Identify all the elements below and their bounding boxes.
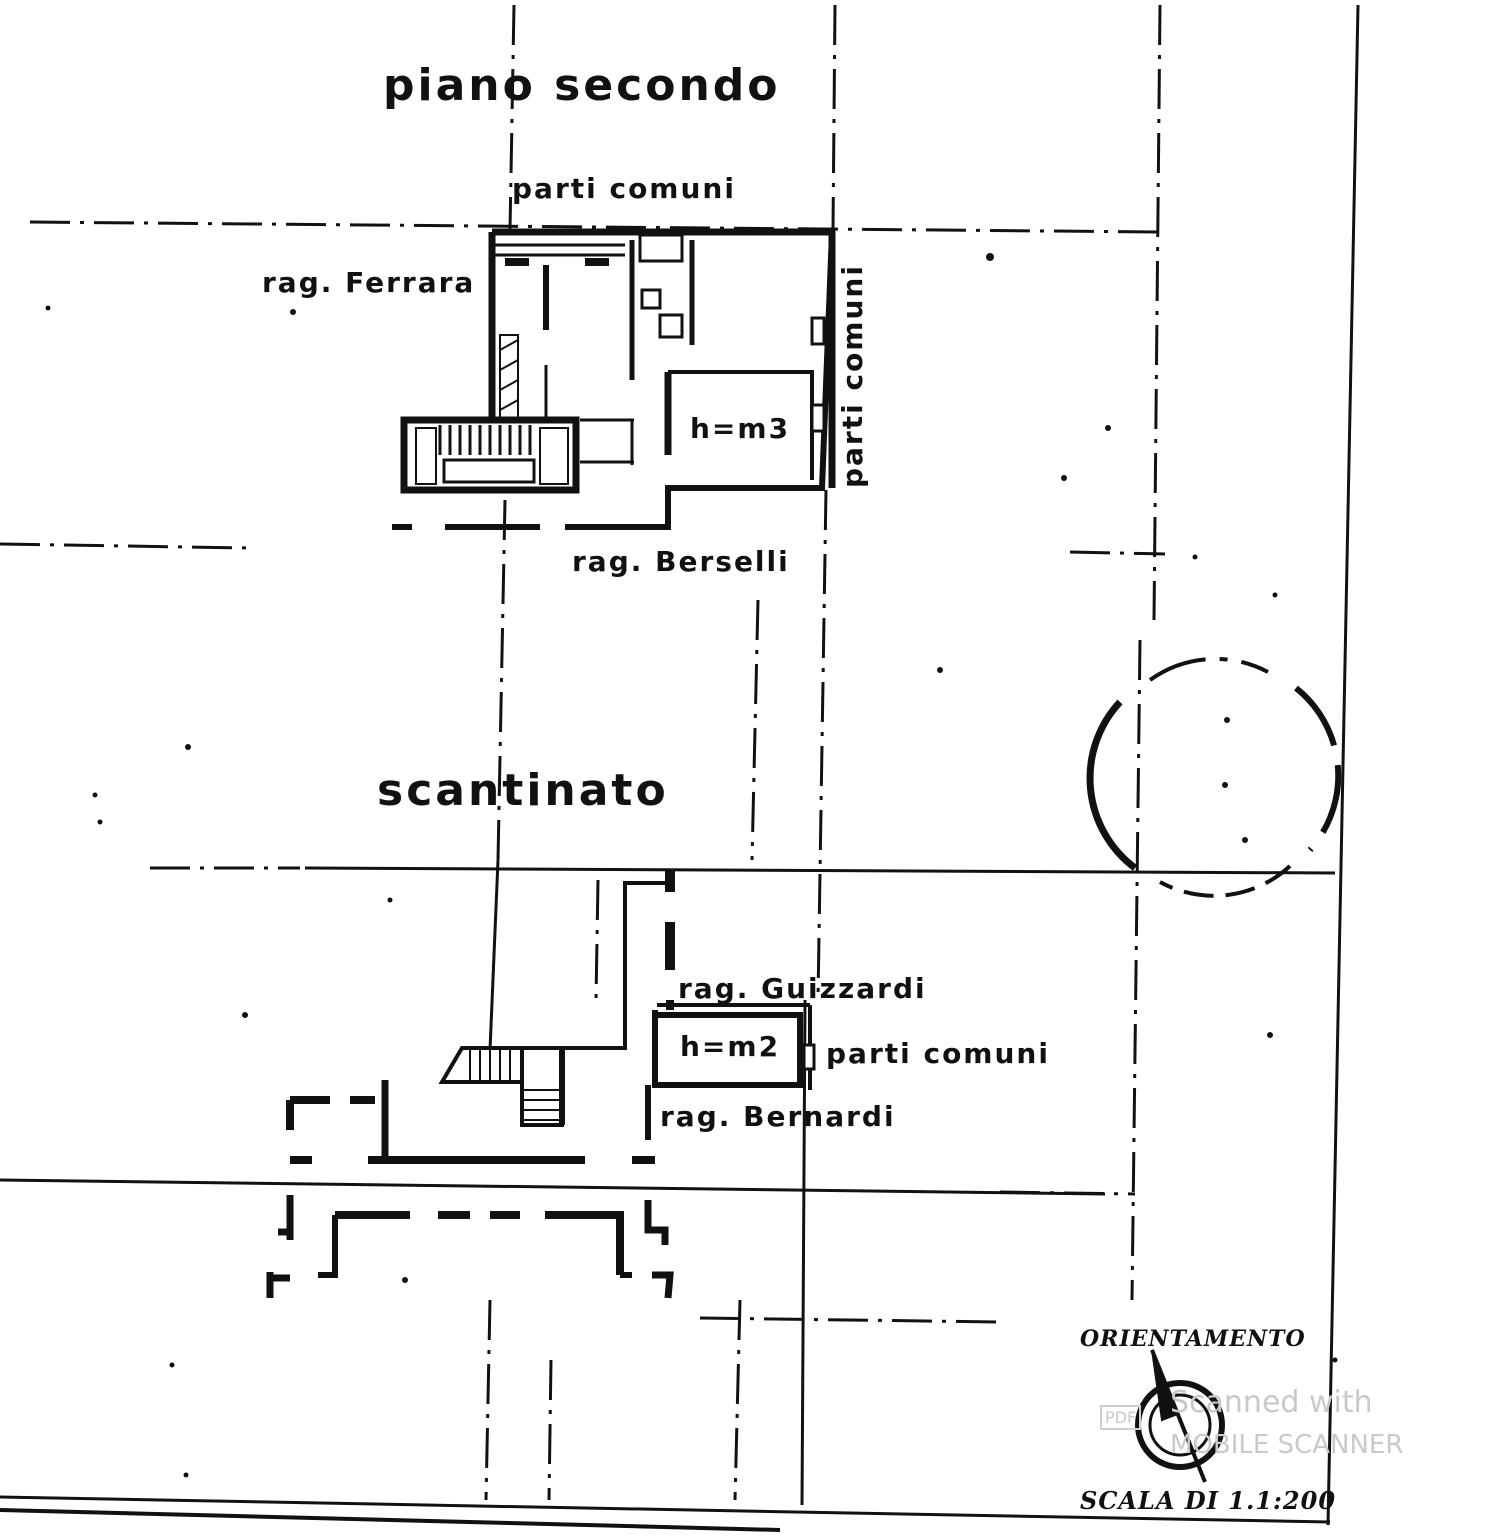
upper-height-note: h=m3 xyxy=(690,412,791,445)
neighbor-berselli-label: rag. Berselli xyxy=(572,545,790,578)
lower-common-parts: parti comuni xyxy=(826,1037,1050,1070)
neighbor-ferrara-label: rag. Ferrara xyxy=(262,266,476,299)
watermark-badge: PDF xyxy=(1100,1405,1142,1430)
upper-floor-walls xyxy=(392,228,836,530)
watermark-line2: MOBILE SCANNER xyxy=(1170,1430,1404,1460)
orientation-label: ORIENTAMENTO xyxy=(1080,1326,1306,1352)
lower-floor-walls xyxy=(266,870,816,1299)
grid-lines xyxy=(0,4,1166,1501)
neighbor-bernardi-label: rag. Bernardi xyxy=(660,1100,896,1133)
boundary-lines xyxy=(0,4,1360,1532)
lower-height-note: h=m2 xyxy=(680,1030,781,1063)
upper-plan-title: piano secondo xyxy=(383,60,781,111)
circular-stamp-icon xyxy=(1086,656,1342,898)
scan-specks xyxy=(45,253,1338,1478)
north-arrow-icon xyxy=(1135,1349,1225,1483)
watermark-line1: Scanned with xyxy=(1170,1385,1373,1420)
upper-common-parts-top: parti comuni xyxy=(512,172,736,205)
upper-common-parts-side: parti comuni xyxy=(836,264,869,488)
lower-plan-title: scantinato xyxy=(377,765,669,816)
neighbor-guizzardi-label: rag. Guizzardi xyxy=(678,972,927,1005)
scale-label: SCALA DI 1.1:200 xyxy=(1080,1486,1337,1515)
